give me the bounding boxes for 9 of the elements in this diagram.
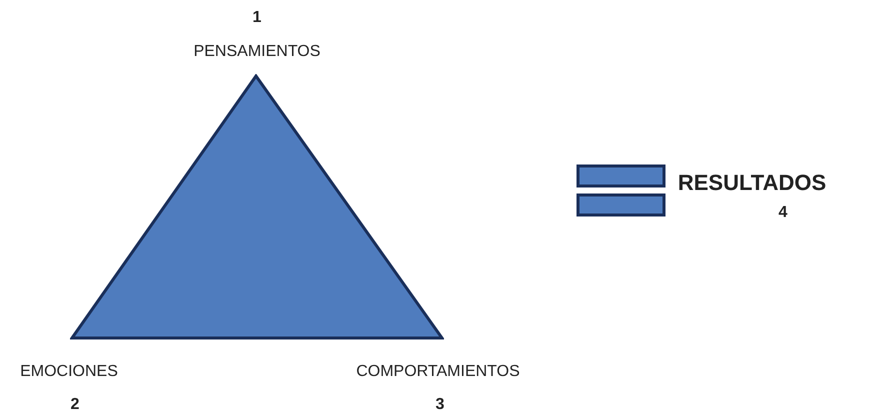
callout-number: 1 — [252, 10, 262, 26]
callout-number: 4 — [778, 205, 788, 221]
callout-number: 2 — [70, 397, 80, 413]
corner-label: PENSAMIENTOS — [194, 44, 320, 60]
result-label: RESULTADOS — [678, 172, 826, 194]
corner-label: COMPORTAMIENTOS — [356, 364, 520, 380]
callout-number: 3 — [436, 397, 444, 413]
corner-label: EMOCIONES — [20, 364, 118, 380]
triangle-shape — [70, 74, 444, 340]
